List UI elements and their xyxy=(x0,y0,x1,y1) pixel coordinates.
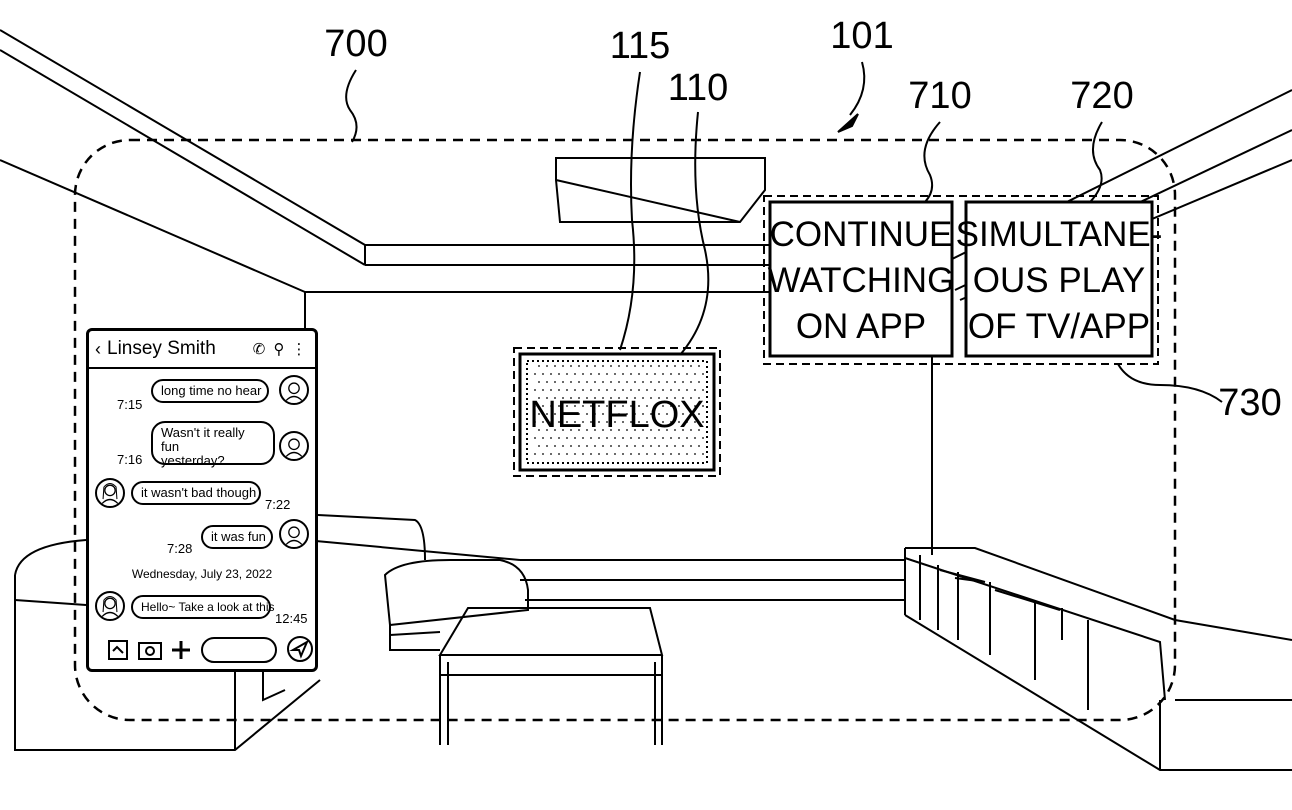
avatar-contact xyxy=(95,478,125,508)
chat-bubble-outgoing[interactable]: Wasn't it really fun yesterday? xyxy=(151,421,275,468)
ceiling-light xyxy=(555,157,766,223)
contact-name: Linsey Smith xyxy=(107,338,216,359)
back-icon[interactable]: ‹ xyxy=(95,338,101,359)
region-730 xyxy=(763,195,1159,365)
search-icon[interactable]: ⚲ xyxy=(273,341,285,358)
date-divider: Wednesday, July 23, 2022 xyxy=(131,567,273,581)
simul-line-2[interactable]: OUS PLAY xyxy=(973,261,1145,300)
chat-input-toolbar xyxy=(89,629,315,669)
avatar-sender xyxy=(279,375,309,405)
leader-720 xyxy=(1089,121,1103,203)
tv-outer-dashed xyxy=(513,347,721,477)
ref-110: 110 xyxy=(668,67,729,109)
chat-bubble-incoming[interactable]: it wasn't bad though xyxy=(131,481,261,505)
avatar-sender xyxy=(279,519,309,549)
message-input[interactable] xyxy=(201,637,277,663)
leader-730 xyxy=(1117,363,1223,403)
bubble-line: Wasn't it really fun xyxy=(161,425,245,454)
leader-700 xyxy=(345,69,358,143)
ref-720: 720 xyxy=(1070,75,1133,117)
message-time: 7:28 xyxy=(167,541,193,556)
avatar-sender xyxy=(279,431,309,461)
leader-115 xyxy=(619,71,641,351)
sofa xyxy=(317,514,426,561)
sticker-icon[interactable] xyxy=(107,639,129,661)
leader-101 xyxy=(849,61,866,116)
chat-bubble-outgoing[interactable]: it was fun xyxy=(201,525,273,549)
simul-line-3[interactable]: OF TV/APP xyxy=(968,307,1150,346)
phone-chat-window: ‹ Linsey Smith ✆ ⚲ ⋮ 7:15 long time no h… xyxy=(86,328,318,672)
phone-call-icon[interactable]: ✆ xyxy=(252,341,266,358)
continue-line-2[interactable]: WATCHING xyxy=(768,261,955,300)
message-time: 12:45 xyxy=(275,611,308,626)
message-time: 7:22 xyxy=(265,497,291,512)
leader-110 xyxy=(679,111,710,356)
ref-710: 710 xyxy=(908,75,971,117)
message-time: 7:16 xyxy=(117,452,143,467)
bubble-line: yesterday? xyxy=(161,453,225,468)
simul-line-1[interactable]: SIMULTANE- xyxy=(956,215,1163,254)
send-icon[interactable] xyxy=(286,635,314,663)
chat-bubble-incoming[interactable]: Hello~ Take a look at this xyxy=(131,595,275,619)
ceiling-beam-left-lower xyxy=(0,159,306,293)
camera-icon[interactable] xyxy=(137,639,163,661)
chat-header: ‹ Linsey Smith ✆ ⚲ ⋮ xyxy=(89,331,315,369)
tv-screen-dots xyxy=(534,365,704,455)
more-options-icon[interactable]: ⋮ xyxy=(291,341,307,358)
chat-bubble-outgoing[interactable]: long time no hear xyxy=(151,379,269,403)
option-box-710 xyxy=(768,200,954,358)
continue-line-1[interactable]: CONTINUE xyxy=(770,215,953,254)
ceiling-beam-left-upper xyxy=(0,29,366,265)
tv-cabinet xyxy=(905,547,1292,641)
avatar-contact xyxy=(95,591,125,621)
continue-line-3[interactable]: ON APP xyxy=(796,307,926,346)
ref-700: 700 xyxy=(324,23,387,65)
option-box-720 xyxy=(964,200,1154,358)
tv-screen xyxy=(526,360,708,464)
region-700 xyxy=(73,138,1177,722)
ref-101: 101 xyxy=(830,15,893,57)
leader-710 xyxy=(923,121,941,203)
ref-730: 730 xyxy=(1218,382,1281,424)
message-time: 7:15 xyxy=(117,397,143,412)
add-icon[interactable] xyxy=(171,639,191,661)
arrowhead-101 xyxy=(837,113,859,133)
ref-115: 115 xyxy=(610,25,671,67)
tv-label: NETFLOX xyxy=(529,394,704,436)
